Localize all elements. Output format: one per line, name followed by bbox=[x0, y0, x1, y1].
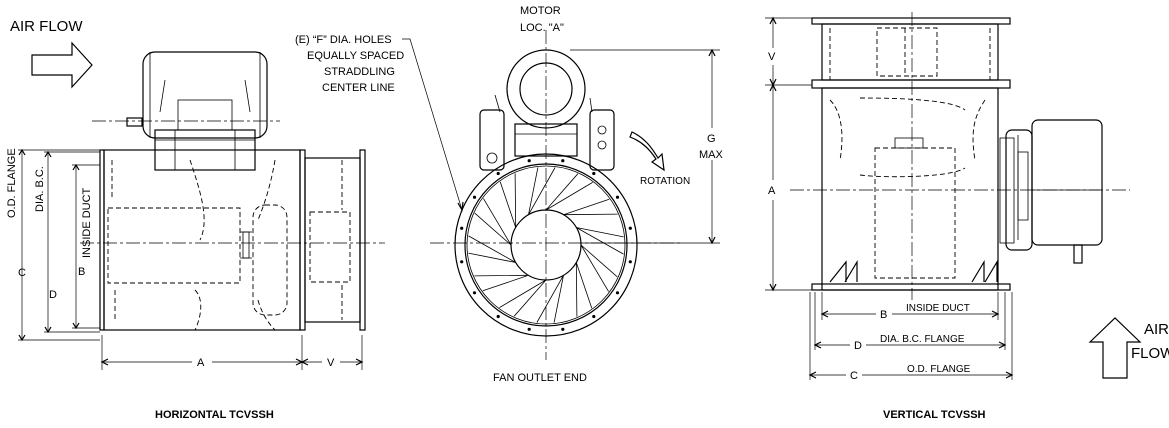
vertical-dim-a-label: A bbox=[768, 185, 776, 197]
bolt-hole bbox=[527, 159, 531, 163]
horizontal-motor bbox=[92, 51, 280, 171]
bolt-hole bbox=[460, 226, 464, 230]
vertical-dim-v-label: V bbox=[768, 51, 776, 63]
vertical-inside-duct-label: INSIDE DUCT bbox=[906, 303, 970, 314]
fan-blade bbox=[499, 279, 547, 317]
bolt-hole bbox=[472, 291, 477, 295]
horizontal-fan-housing bbox=[103, 149, 301, 331]
dim-v-label: V bbox=[327, 357, 335, 369]
holes-note-line3: STRADDLING bbox=[324, 66, 395, 78]
vertical-air-label: AIR bbox=[1144, 321, 1169, 338]
bolt-hole bbox=[628, 260, 632, 264]
motor-label-line2: LOC. "A" bbox=[520, 22, 564, 34]
dim-b-label: B bbox=[78, 266, 85, 278]
fan-blade bbox=[545, 173, 593, 211]
bolt-hole bbox=[592, 171, 596, 176]
fan-blade bbox=[563, 198, 618, 216]
fan-blade bbox=[575, 262, 593, 317]
bolt-hole bbox=[628, 226, 632, 230]
bolt-hole bbox=[592, 314, 596, 319]
motor-label-line1: MOTOR bbox=[520, 5, 561, 17]
bolt-hole bbox=[472, 195, 477, 199]
vertical-caption: VERTICAL TCVSSH bbox=[883, 409, 986, 421]
fan-blade bbox=[474, 274, 529, 292]
dim-a-label: A bbox=[197, 357, 205, 369]
dim-g-label: G bbox=[707, 133, 716, 145]
vertical-view: V A B INSIDE DUCT D DIA. B.C. FLANGE C O… bbox=[765, 12, 1169, 421]
bolt-hole bbox=[615, 291, 620, 295]
rotation-label: ROTATION bbox=[640, 176, 690, 187]
horizontal-caption: HORIZONTAL TCVSSH bbox=[155, 409, 274, 421]
bolt-hole bbox=[615, 195, 620, 199]
fan-blade bbox=[580, 244, 618, 292]
inside-duct-label: INSIDE DUCT bbox=[81, 187, 93, 258]
bolt-holes bbox=[460, 159, 632, 331]
od-flange-label: O.D. FLANGE bbox=[6, 148, 18, 218]
fan-blade bbox=[536, 275, 564, 323]
air-flow-arrow-icon bbox=[31, 41, 93, 89]
fan-blade bbox=[528, 167, 556, 215]
rotation-arrow-icon bbox=[629, 131, 665, 172]
fan-outlet-end-caption: FAN OUTLET END bbox=[493, 372, 587, 384]
vertical-dim-d-label: D bbox=[854, 340, 862, 352]
vertical-dim-b-label: B bbox=[880, 309, 887, 321]
end-view: (E) “F” DIA. HOLES EQUALLY SPACED STRADD… bbox=[295, 5, 724, 384]
holes-note-line1: (E) “F” DIA. HOLES bbox=[295, 34, 392, 46]
vertical-dia-bc-flange-label: DIA. B.C. FLANGE bbox=[880, 334, 965, 345]
bolt-hole bbox=[561, 327, 565, 331]
holes-note-line4: CENTER LINE bbox=[322, 82, 395, 94]
air-flow-up-arrow-icon bbox=[1088, 317, 1142, 379]
vertical-flow-label: FLOW bbox=[1131, 345, 1169, 362]
fan-blade bbox=[468, 235, 516, 263]
fan-blade bbox=[499, 173, 517, 228]
air-flow-label: AIR FLOW bbox=[10, 18, 83, 35]
bolt-hole bbox=[496, 314, 500, 319]
dim-d-label: D bbox=[49, 289, 57, 301]
bolt-hole bbox=[460, 260, 464, 264]
dia-bc-label: DIA. B.C. bbox=[34, 166, 46, 212]
fan-blades bbox=[468, 167, 624, 323]
bolt-hole bbox=[527, 327, 531, 331]
dim-c-label: C bbox=[18, 267, 26, 279]
dim-max-label: MAX bbox=[699, 149, 724, 161]
bolt-hole bbox=[561, 159, 565, 163]
horizontal-view: AIR FLOW O.D. FLANGE bbox=[6, 18, 385, 421]
bolt-hole bbox=[496, 171, 500, 176]
holes-note-line2: EQUALLY SPACED bbox=[307, 50, 404, 62]
vertical-fan-housing bbox=[821, 87, 999, 291]
fan-blade bbox=[474, 198, 512, 246]
fan-blade bbox=[576, 227, 624, 255]
vertical-dim-c-label: C bbox=[850, 370, 858, 382]
vertical-od-flange-label: O.D. FLANGE bbox=[907, 364, 971, 375]
